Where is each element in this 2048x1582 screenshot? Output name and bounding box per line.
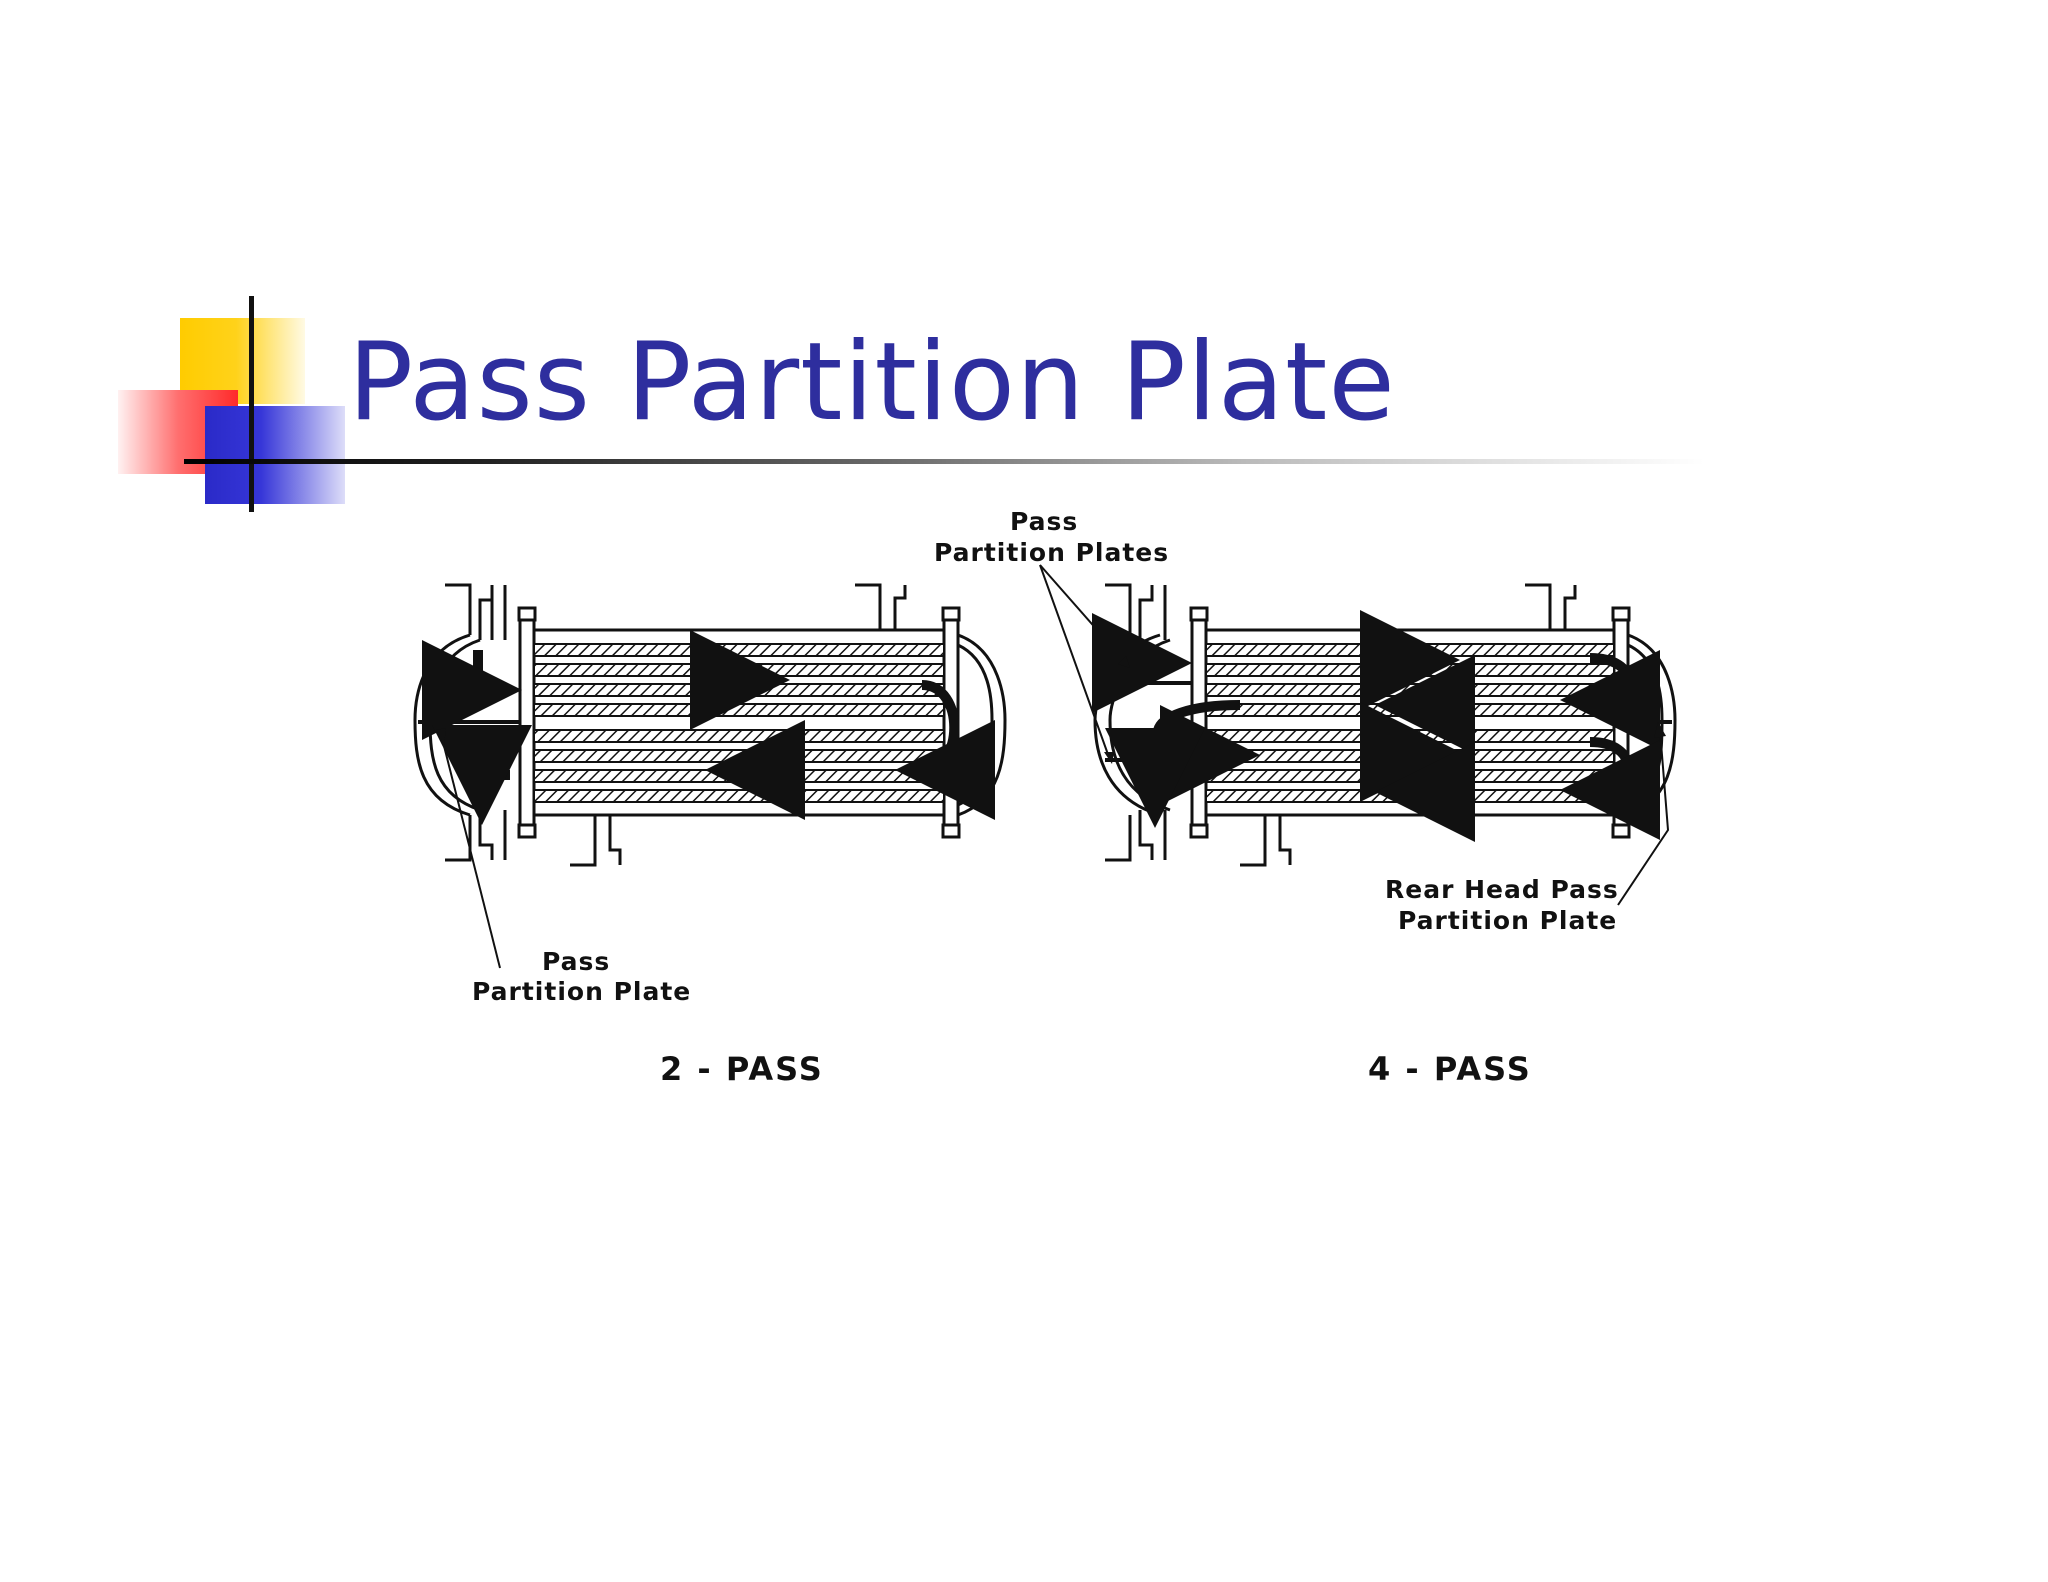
rear-plate-leader <box>1617 729 1670 906</box>
leader-arrowhead <box>1118 656 1130 668</box>
rear-label-line2: Partition Plate <box>1398 906 1617 935</box>
bolt <box>517 823 537 839</box>
front-head-outer <box>413 633 471 817</box>
title-underline <box>184 459 1704 464</box>
logo-yellow-square <box>180 318 305 404</box>
logo-vertical-line <box>249 296 254 512</box>
shell-inlet-nozzle <box>855 583 907 630</box>
outlet-flow-arrow <box>432 725 532 825</box>
four-pass-flow-arrows <box>1092 610 1660 842</box>
logo-blue-square <box>205 406 345 504</box>
front-tubesheet <box>518 618 536 827</box>
bolt <box>517 606 537 622</box>
bolt <box>941 823 961 839</box>
front-head-inner <box>428 638 481 812</box>
rear-head-inner <box>957 643 994 807</box>
right-label-plates: Partition Plates <box>934 538 1169 567</box>
partition-plates-leader-lower <box>1039 564 1111 761</box>
rear-label-line1: Rear Head Pass <box>1385 875 1619 904</box>
two-pass-flow-arrows <box>422 630 995 825</box>
four-pass-tubes <box>1205 643 1615 803</box>
leader-arrowhead <box>1654 722 1666 738</box>
rear-head-outer <box>957 633 1007 817</box>
front-inlet-nozzle <box>445 583 507 640</box>
leader-arrowhead <box>1104 752 1114 764</box>
front-outlet-nozzle <box>445 810 507 862</box>
right-label-pass: Pass <box>1010 507 1078 536</box>
two-pass-exchanger <box>413 583 1007 867</box>
two-pass-tubes <box>533 643 945 803</box>
shell-outlet-nozzle <box>570 815 622 867</box>
caption-4-pass: 4 - PASS <box>1368 1050 1532 1088</box>
slide-title: Pass Partition Plate <box>348 320 1396 445</box>
left-label-plate: Partition Plate <box>472 977 691 1006</box>
partition-plate-leader <box>439 729 501 969</box>
four-pass-exchanger <box>1093 583 1677 867</box>
caption-2-pass: 2 - PASS <box>660 1050 824 1088</box>
u-turn-flow-arrow <box>895 680 995 820</box>
bolt <box>941 606 961 622</box>
left-label-pass: Pass <box>542 947 610 976</box>
inlet-flow-arrow <box>422 640 522 740</box>
leader-arrowhead <box>436 728 446 745</box>
partition-plates-leader-upper <box>1039 564 1129 666</box>
